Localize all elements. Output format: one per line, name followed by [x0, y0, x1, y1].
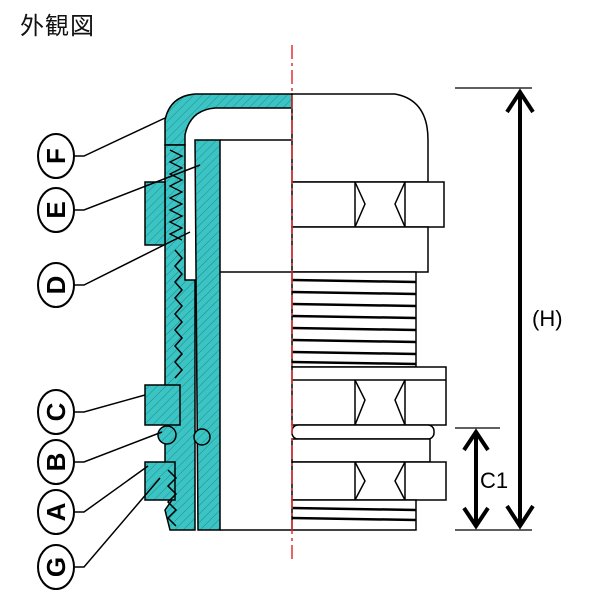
- locknut-section: [144, 461, 176, 501]
- svg-text:A: A: [41, 502, 71, 521]
- external-view: [291, 93, 445, 368]
- seal-spring: [168, 149, 184, 241]
- page-title: 外観図: [20, 12, 95, 40]
- callout-b: B: [37, 439, 75, 485]
- callout-d: D: [37, 262, 75, 308]
- lower-hex: [291, 366, 447, 426]
- svg-text:G: G: [41, 557, 71, 577]
- bottom-thread: [291, 499, 417, 531]
- height-label: (H): [532, 306, 563, 331]
- callout-e: E: [37, 187, 75, 233]
- svg-text:C: C: [41, 402, 71, 421]
- svg-text:D: D: [41, 276, 71, 295]
- leader-lines: [74, 117, 201, 568]
- svg-text:B: B: [41, 453, 71, 472]
- thread-teeth-lower: [166, 469, 178, 527]
- c1-label: C1: [480, 468, 508, 493]
- inner-sleeve: [194, 139, 221, 531]
- callouts: F E D C B A G: [37, 133, 75, 590]
- thread-teeth: [174, 249, 183, 379]
- o-ring-left: [157, 425, 177, 445]
- locknut: [291, 461, 447, 501]
- cap-section: [164, 93, 293, 146]
- callout-f: F: [37, 133, 75, 179]
- dimension-c1: [455, 427, 500, 530]
- o-ring-band: [291, 424, 435, 440]
- svg-text:E: E: [41, 201, 71, 218]
- cross-section: [144, 93, 293, 531]
- upper-hex-section: [144, 181, 166, 246]
- o-ring-right: [193, 428, 211, 446]
- svg-text:F: F: [41, 148, 71, 164]
- thread-lines: [291, 278, 417, 366]
- callout-g: G: [37, 544, 75, 590]
- callout-c: C: [37, 389, 75, 435]
- upper-hex: [291, 181, 445, 228]
- bore-outline: [220, 139, 292, 531]
- callout-a: A: [37, 489, 75, 535]
- dome-cap: [291, 93, 429, 183]
- lower-hex-section: [144, 384, 181, 426]
- dimension-h: [455, 87, 535, 531]
- collar: [291, 226, 429, 273]
